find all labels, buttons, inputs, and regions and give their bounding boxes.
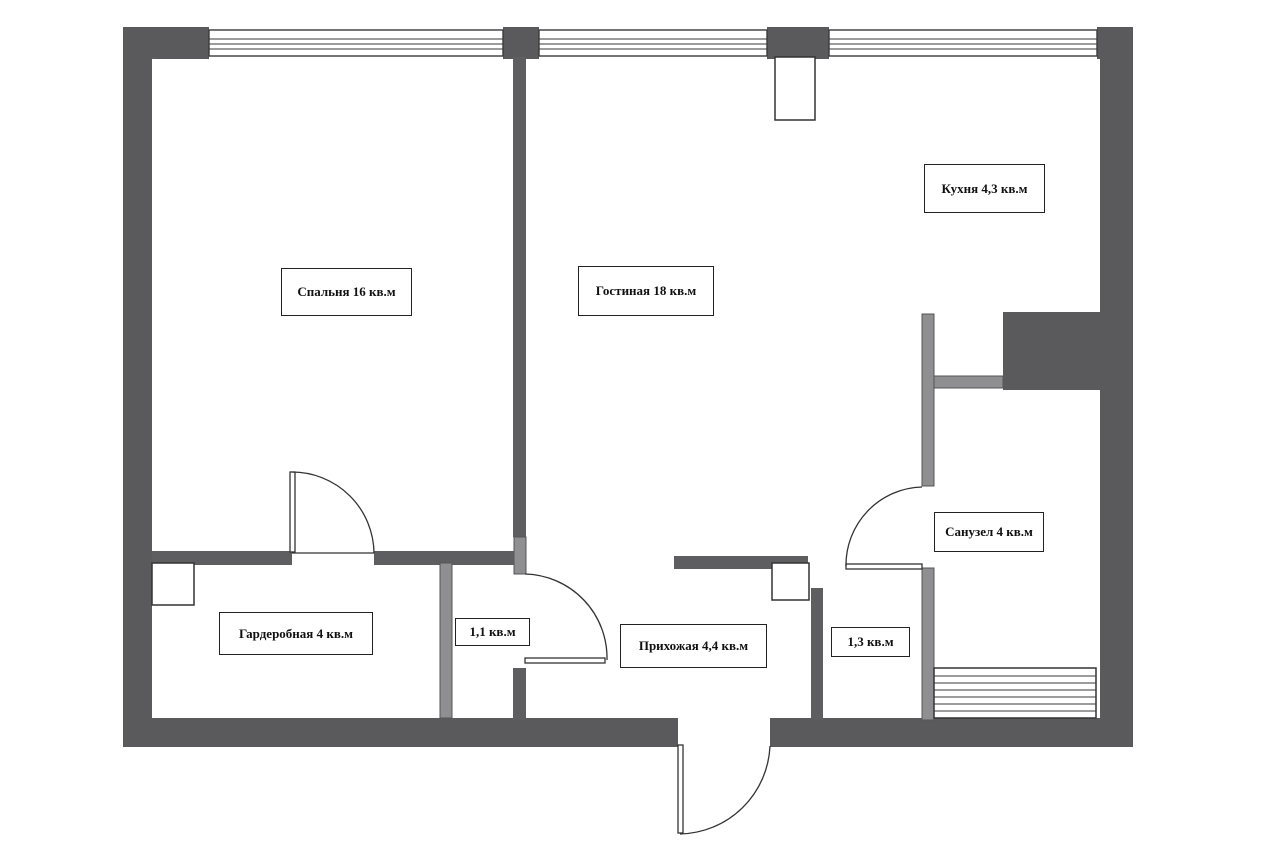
wall-bedroom-bottom-right bbox=[374, 551, 514, 565]
window-living-right bbox=[828, 29, 1098, 57]
window-living-left bbox=[538, 29, 768, 57]
door-entrance bbox=[677, 744, 771, 835]
wall-bath-top bbox=[933, 375, 1004, 389]
wall-left bbox=[123, 27, 152, 747]
interior-walls bbox=[152, 57, 1004, 721]
bath-radiator bbox=[933, 667, 1097, 719]
window-bedroom bbox=[208, 29, 504, 57]
wall-bottom-left bbox=[123, 718, 678, 747]
ventilation-shaft bbox=[774, 56, 816, 121]
windows bbox=[208, 29, 1098, 57]
wall-bottom-right bbox=[770, 718, 1133, 747]
wall-bedroom-bottom-left bbox=[152, 551, 292, 565]
outer-walls bbox=[123, 27, 1133, 747]
wall-bedroom-living-lower bbox=[513, 536, 527, 575]
wardrobe-box bbox=[151, 562, 195, 606]
wall-bedroom-living bbox=[513, 57, 526, 537]
label-bathroom: Санузел 4 кв.м bbox=[934, 512, 1044, 552]
label-living-room: Гостиная 18 кв.м bbox=[578, 266, 714, 316]
wall-closet-hall-lower bbox=[513, 668, 526, 720]
wall-bedroom-top-fill bbox=[152, 57, 156, 59]
wall-top-mid2-pillar bbox=[767, 27, 829, 59]
door-bedroom bbox=[289, 471, 375, 554]
hall-box bbox=[771, 562, 810, 601]
label-wardrobe: Гардеробная 4 кв.м bbox=[219, 612, 373, 655]
label-kitchen: Кухня 4,3 кв.м bbox=[924, 164, 1045, 213]
shafts bbox=[151, 56, 816, 606]
doors bbox=[289, 471, 923, 835]
label-hallway: Прихожая 4,4 кв.м bbox=[620, 624, 767, 668]
wall-bath-left-upper bbox=[921, 313, 935, 487]
label-small-closet: 1,1 кв.м bbox=[455, 618, 530, 646]
door-bathroom bbox=[845, 486, 923, 570]
label-bedroom: Спальня 16 кв.м bbox=[281, 268, 412, 316]
wall-wardrobe-closet bbox=[439, 562, 453, 719]
door-small-closet bbox=[524, 573, 608, 664]
wall-bath-left-lower bbox=[921, 567, 935, 721]
label-mid-closet: 1,3 кв.м bbox=[831, 627, 910, 657]
wall-top-mid-pillar bbox=[503, 27, 539, 59]
wall-hall-right bbox=[811, 588, 823, 720]
wall-right bbox=[1100, 27, 1133, 747]
wall-kitchen-block bbox=[1003, 312, 1100, 390]
